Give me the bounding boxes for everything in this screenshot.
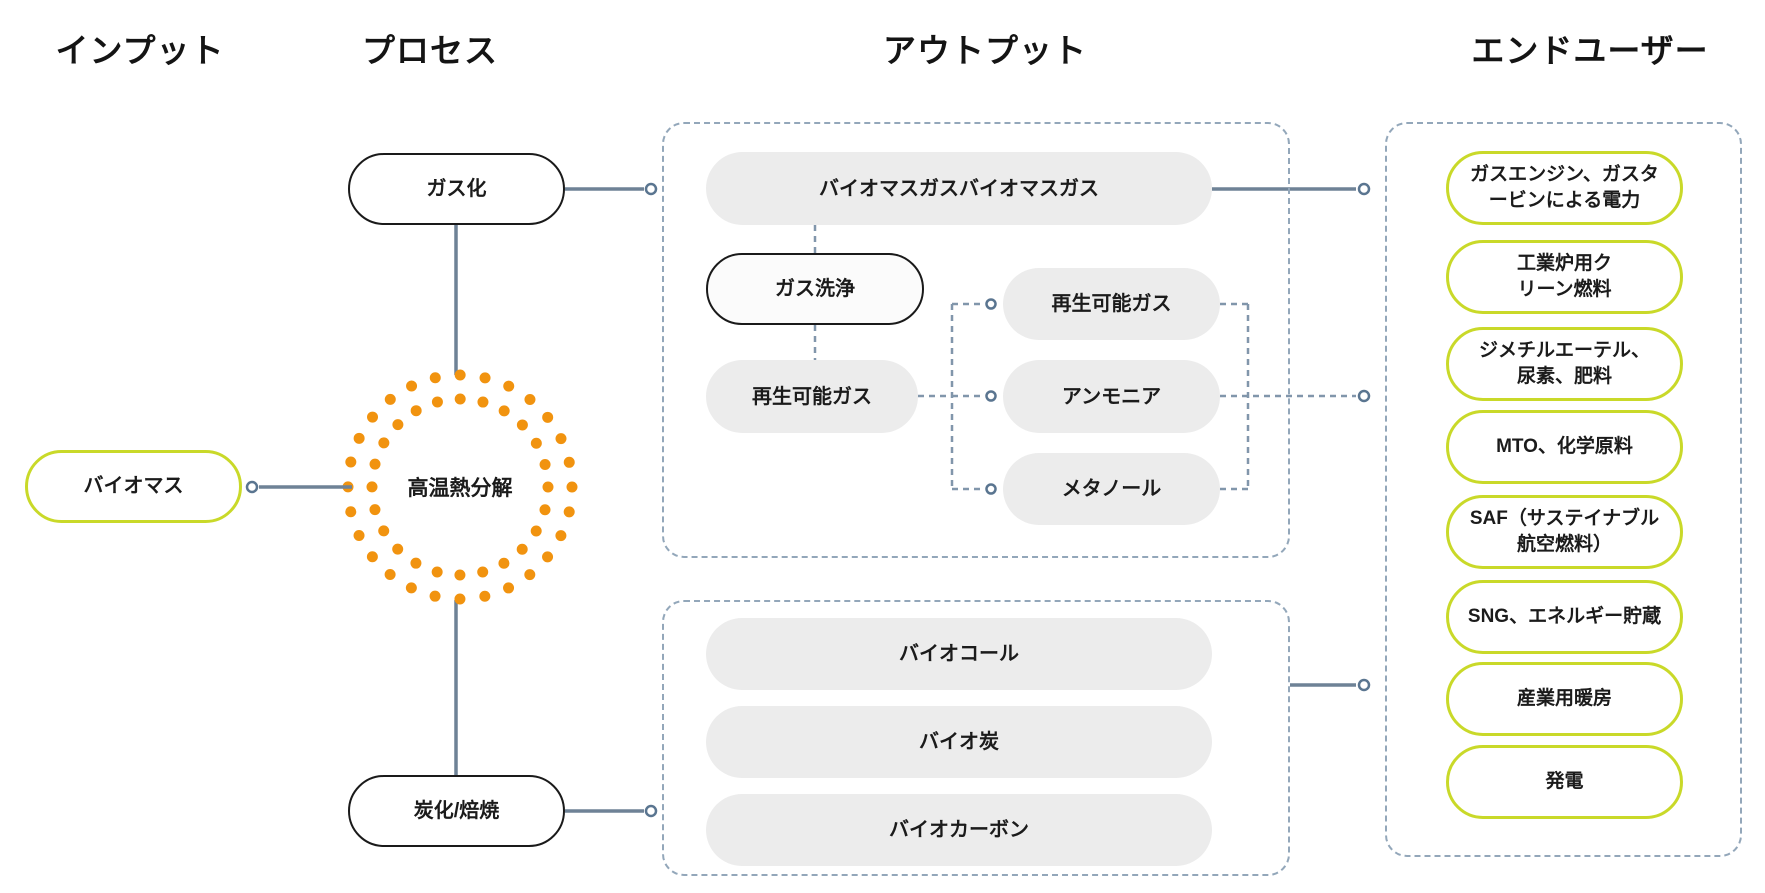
header-output: アウトプット — [883, 32, 1087, 69]
node-biochar-label: バイオ炭 — [919, 731, 999, 753]
end-user-pill-industrial-heating: 産業用暖房 — [1446, 662, 1683, 736]
node-product-renewable-gas-label: 再生可能ガス — [1051, 293, 1172, 315]
node-gasification: ガス化 — [348, 153, 565, 225]
node-biocarbon: バイオカーボン — [706, 794, 1212, 866]
end-user-pill-mto: MTO、化学原料 — [1446, 410, 1683, 484]
header-end-user: エンドユーザー — [1471, 32, 1709, 69]
end-user-pill-label: SAF（サステイナブル 航空燃料） — [1469, 508, 1660, 555]
node-gas-cleaning: ガス洗浄 — [706, 253, 924, 325]
connector-ring-icon — [985, 390, 997, 402]
gas-output-group-box — [662, 122, 1290, 558]
connector-ring-icon — [985, 483, 997, 495]
connector-ring-icon — [985, 298, 997, 310]
connector-ring-icon — [1357, 389, 1371, 403]
end-user-pill-label: 産業用暖房 — [1516, 688, 1612, 710]
node-pyrolysis-label: 高温熱分解 — [407, 477, 513, 500]
solid-output-group-box — [662, 600, 1290, 876]
end-user-pill-gas-engine: ガスエンジン、ガスタ ービンによる電力 — [1446, 151, 1683, 225]
node-product-methanol-label: メタノール — [1061, 478, 1162, 500]
end-user-pill-dme-urea: ジメチルエーテル、 尿素、肥料 — [1446, 327, 1683, 401]
node-product-methanol: メタノール — [1003, 453, 1220, 525]
node-biocoal: バイオコール — [706, 618, 1212, 690]
header-process: プロセス — [362, 32, 498, 69]
node-biochar: バイオ炭 — [706, 706, 1212, 778]
connector-ring-icon — [245, 480, 259, 494]
node-product-ammonia-label: アンモニア — [1061, 385, 1162, 408]
end-user-pill-industrial-furnace: 工業炉用ク リーン燃料 — [1446, 240, 1683, 314]
node-biocoal-label: バイオコール — [899, 643, 1019, 665]
end-user-pill-label: SNG、エネルギー貯蔵 — [1467, 606, 1662, 628]
node-biocarbon-label: バイオカーボン — [889, 819, 1029, 841]
end-user-pill-label: 発電 — [1545, 771, 1584, 793]
node-carbonization-label: 炭化/焙焼 — [413, 800, 500, 822]
node-biomass-gas: バイオマスガスバイオマスガス — [706, 152, 1212, 225]
node-product-renewable-gas: 再生可能ガス — [1003, 268, 1220, 340]
node-renewable-gas-label: 再生可能ガス — [752, 385, 872, 408]
end-user-pill-label: 工業炉用ク リーン燃料 — [1516, 253, 1612, 300]
node-biomass: バイオマス — [25, 450, 242, 523]
end-user-group-box — [1385, 122, 1742, 857]
node-carbonization: 炭化/焙焼 — [348, 775, 565, 847]
connector-ring-icon — [1357, 182, 1371, 196]
end-user-pill-sng: SNG、エネルギー貯蔵 — [1446, 580, 1683, 654]
end-user-pill-label: ジメチルエーテル、 尿素、肥料 — [1478, 340, 1650, 387]
node-biomass-label: バイオマス — [83, 475, 184, 497]
node-gasification-label: ガス化 — [426, 178, 487, 200]
node-product-ammonia: アンモニア — [1003, 360, 1220, 433]
pyrolysis-inner-dotted-ring-icon — [366, 393, 554, 581]
header-input: インプット — [55, 32, 225, 69]
end-user-pill-label: MTO、化学原料 — [1496, 436, 1633, 458]
node-gas-cleaning-label: ガス洗浄 — [775, 278, 855, 300]
connector-ring-icon — [644, 182, 658, 196]
end-user-pill-label: ガスエンジン、ガスタ ービンによる電力 — [1470, 164, 1659, 211]
connector-ring-icon — [1357, 678, 1371, 692]
node-biomass-gas-label: バイオマスガスバイオマスガス — [819, 177, 1099, 200]
node-renewable-gas: 再生可能ガス — [706, 360, 918, 433]
end-user-pill-power-generation: 発電 — [1446, 745, 1683, 819]
connector-ring-icon — [644, 804, 658, 818]
end-user-pill-saf: SAF（サステイナブル 航空燃料） — [1446, 495, 1683, 569]
